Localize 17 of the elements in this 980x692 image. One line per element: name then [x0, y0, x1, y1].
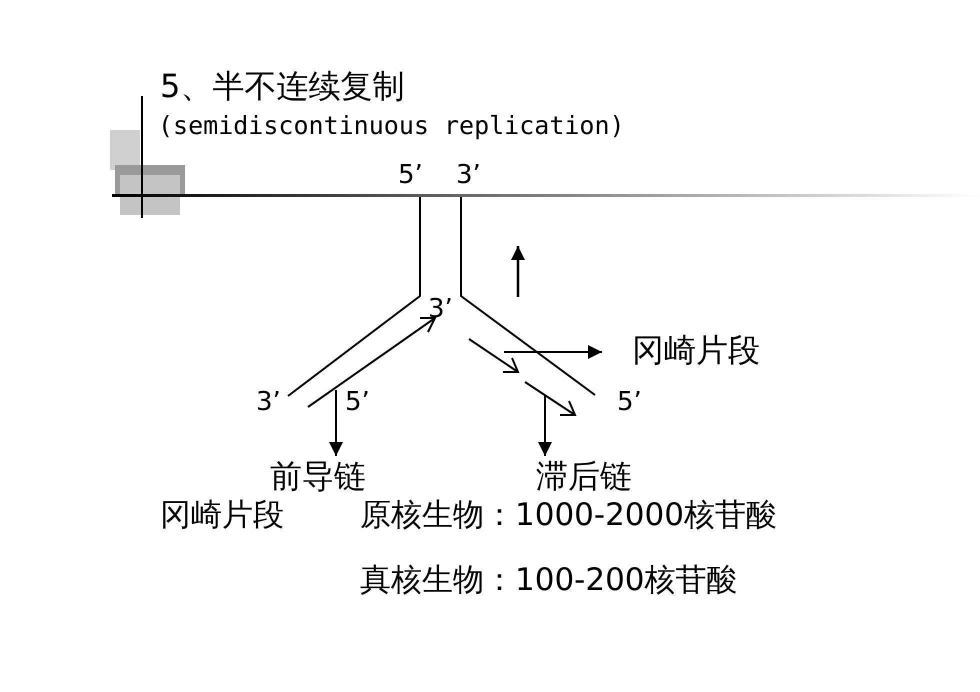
note-text: 真核生物：100-200核苷酸	[360, 565, 738, 596]
term-label: 冈崎片段	[160, 500, 284, 531]
note-text: 原核生物：1000-2000核苷酸	[360, 500, 777, 531]
strand-label: 滞后链	[536, 460, 632, 492]
strand-label: 冈崎片段	[632, 334, 760, 366]
arrow	[538, 395, 552, 456]
title: 5、半不连续复制	[160, 70, 404, 102]
end-label: 3’	[456, 162, 481, 188]
end-label: 3’	[256, 389, 281, 415]
subtitle: (semidiscontinuous replication)	[158, 113, 625, 138]
strand-label: 前导链	[270, 460, 366, 492]
end-label: 3’	[428, 296, 453, 322]
arrow	[504, 345, 602, 359]
arrow	[329, 390, 343, 456]
end-label: 5’	[398, 162, 423, 188]
end-label: 5’	[345, 389, 370, 415]
end-label: 5’	[617, 389, 642, 415]
